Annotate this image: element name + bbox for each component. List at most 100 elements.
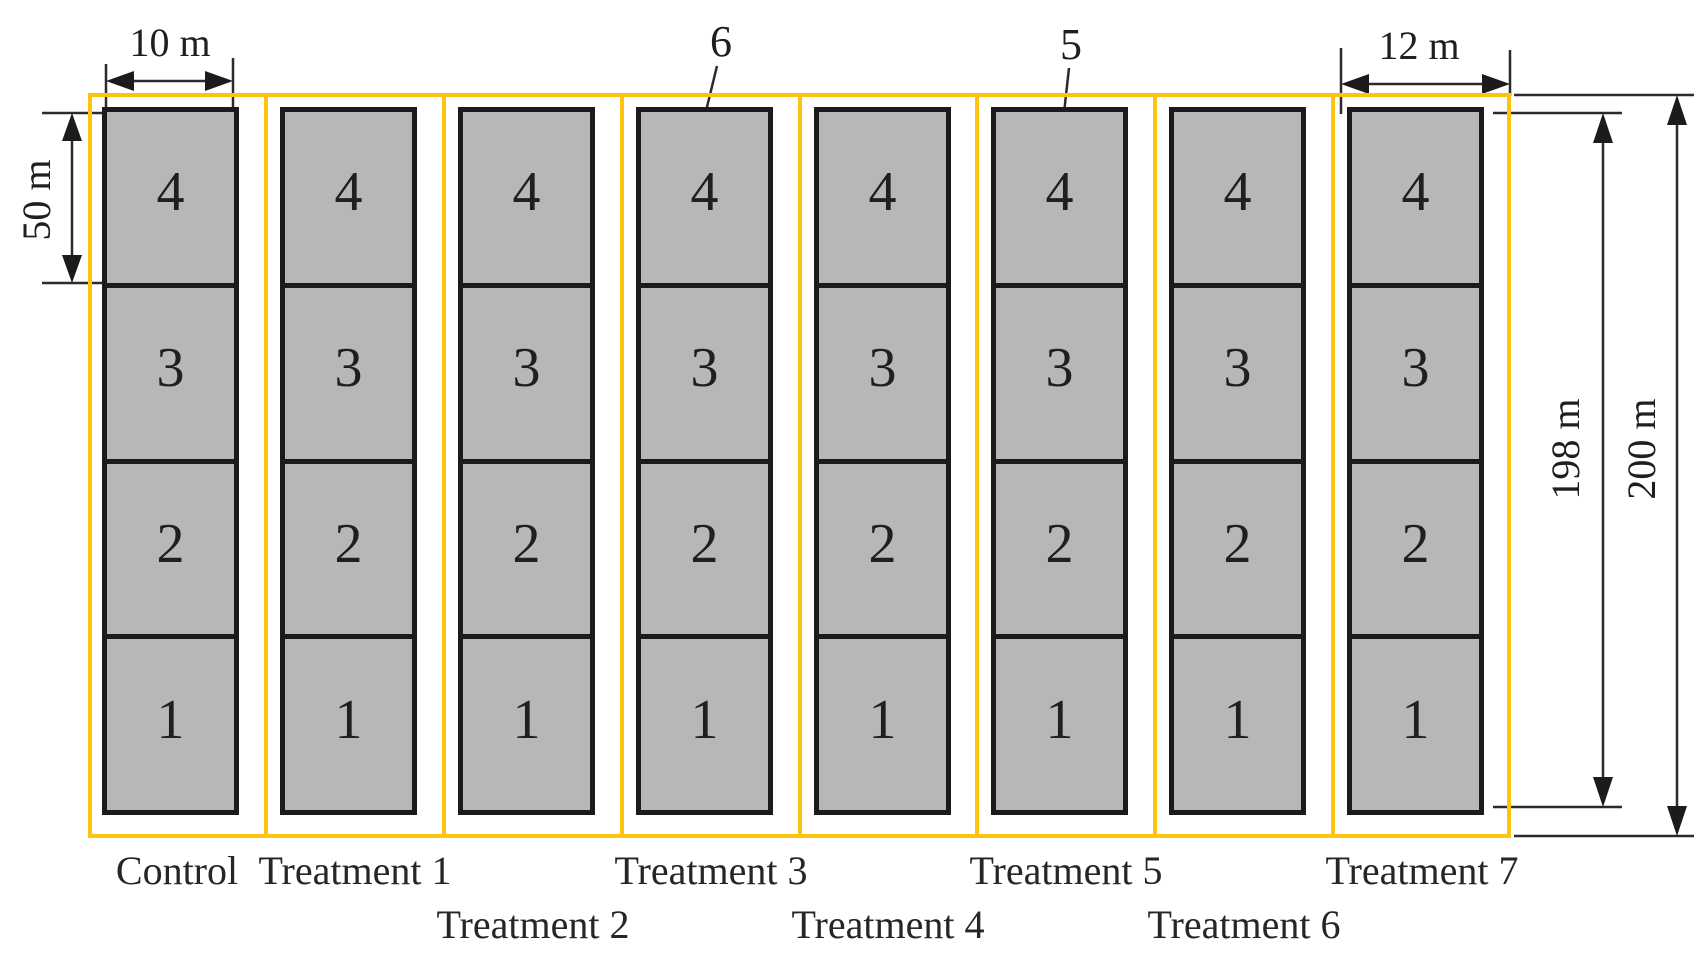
dim-plot-height-label: 50 m xyxy=(14,159,59,241)
plot-number: 4 xyxy=(156,161,185,224)
annotation-6-label: 6 xyxy=(710,17,732,66)
plot-number: 2 xyxy=(690,512,719,575)
plot-number: 1 xyxy=(690,688,719,751)
plot-cell: 3 xyxy=(996,288,1123,464)
strip-label-treatment-7: Treatment 7 xyxy=(1325,848,1519,893)
plot-number: 1 xyxy=(512,688,541,751)
plot-cell: 4 xyxy=(107,112,234,288)
plot-number: 3 xyxy=(1045,337,1074,400)
plot-cell: 1 xyxy=(996,639,1123,810)
plot-number: 4 xyxy=(1401,161,1430,224)
plot-cell: 1 xyxy=(1352,639,1479,810)
plot-column-control: 4 3 2 1 xyxy=(102,107,239,815)
strip-divider xyxy=(442,93,446,838)
plot-number: 4 xyxy=(1223,161,1252,224)
plot-number: 3 xyxy=(1401,337,1430,400)
annotation-6-leader xyxy=(704,65,719,112)
plot-number: 3 xyxy=(334,337,363,400)
dim-arrow-198m xyxy=(1493,111,1622,809)
plot-cell: 4 xyxy=(1174,112,1301,288)
plot-cell: 2 xyxy=(641,464,768,640)
plot-column-treatment-7: 4 3 2 1 xyxy=(1347,107,1484,815)
plot-column-treatment-5: 4 3 2 1 xyxy=(991,107,1128,815)
dim-arrow-10m xyxy=(104,58,235,112)
annotation-5-label: 5 xyxy=(1060,20,1082,69)
plot-cell: 4 xyxy=(1352,112,1479,288)
strip-label-control: Control xyxy=(115,848,239,893)
dim-arrow-200m xyxy=(1514,93,1694,838)
plot-number: 4 xyxy=(512,161,541,224)
plot-cell: 2 xyxy=(996,464,1123,640)
plot-cell: 1 xyxy=(819,639,946,810)
plot-cell: 2 xyxy=(1174,464,1301,640)
plot-cell: 4 xyxy=(819,112,946,288)
plot-number: 3 xyxy=(868,337,897,400)
plot-cell: 3 xyxy=(107,288,234,464)
plot-number: 1 xyxy=(156,688,185,751)
strip-divider xyxy=(264,93,268,838)
plot-number: 1 xyxy=(1223,688,1252,751)
plot-cell: 3 xyxy=(285,288,412,464)
strip-divider xyxy=(1153,93,1157,838)
plot-cell: 3 xyxy=(819,288,946,464)
plot-cell: 3 xyxy=(1174,288,1301,464)
plot-number: 1 xyxy=(868,688,897,751)
plot-number: 4 xyxy=(868,161,897,224)
plot-number: 1 xyxy=(1045,688,1074,751)
plot-number: 4 xyxy=(1045,161,1074,224)
plot-cell: 1 xyxy=(107,639,234,810)
dim-arrow-12m xyxy=(1339,48,1512,114)
plot-cell: 1 xyxy=(285,639,412,810)
plot-cell: 4 xyxy=(285,112,412,288)
plot-column-treatment-4: 4 3 2 1 xyxy=(814,107,951,815)
dim-inner-height-label: 198 m xyxy=(1543,398,1588,500)
strip-label-treatment-4: Treatment 4 xyxy=(791,902,985,947)
plot-cell: 2 xyxy=(463,464,590,640)
strip-label-treatment-5: Treatment 5 xyxy=(969,848,1163,893)
plot-cell: 3 xyxy=(463,288,590,464)
plot-number: 3 xyxy=(156,337,185,400)
strip-label-treatment-3: Treatment 3 xyxy=(614,848,808,893)
plot-number: 2 xyxy=(1401,512,1430,575)
plot-cell: 2 xyxy=(285,464,412,640)
plot-cell: 4 xyxy=(996,112,1123,288)
plot-cell: 2 xyxy=(107,464,234,640)
plot-number: 2 xyxy=(156,512,185,575)
plot-column-treatment-3: 4 3 2 1 xyxy=(636,107,773,815)
dim-arrow-50m xyxy=(42,111,110,285)
plot-number: 1 xyxy=(334,688,363,751)
plot-number: 3 xyxy=(690,337,719,400)
plot-column-treatment-6: 4 3 2 1 xyxy=(1169,107,1306,815)
plot-number: 3 xyxy=(512,337,541,400)
plot-cell: 2 xyxy=(1352,464,1479,640)
dim-last-strip-width-label: 12 m xyxy=(1378,23,1460,68)
strip-divider xyxy=(975,93,979,838)
strip-divider xyxy=(1331,93,1335,838)
strip-label-treatment-6: Treatment 6 xyxy=(1147,902,1341,947)
plot-number: 3 xyxy=(1223,337,1252,400)
dim-plot-width-label: 10 m xyxy=(129,20,211,65)
plot-cell: 3 xyxy=(1352,288,1479,464)
strip-label-treatment-2: Treatment 2 xyxy=(436,902,630,947)
plot-number: 2 xyxy=(868,512,897,575)
plot-cell: 4 xyxy=(463,112,590,288)
plot-number: 2 xyxy=(512,512,541,575)
plot-cell: 1 xyxy=(463,639,590,810)
plot-cell: 1 xyxy=(1174,639,1301,810)
plot-number: 2 xyxy=(1223,512,1252,575)
plot-cell: 4 xyxy=(641,112,768,288)
plot-number: 2 xyxy=(334,512,363,575)
plot-cell: 1 xyxy=(641,639,768,810)
strip-divider xyxy=(798,93,802,838)
plot-column-treatment-1: 4 3 2 1 xyxy=(280,107,417,815)
plot-column-treatment-2: 4 3 2 1 xyxy=(458,107,595,815)
annotation-5-leader xyxy=(1062,67,1071,114)
strip-label-treatment-1: Treatment 1 xyxy=(258,848,452,893)
plot-number: 1 xyxy=(1401,688,1430,751)
dim-outer-height-label: 200 m xyxy=(1619,398,1664,500)
plot-cell: 2 xyxy=(819,464,946,640)
strip-divider xyxy=(620,93,624,838)
plot-number: 2 xyxy=(1045,512,1074,575)
